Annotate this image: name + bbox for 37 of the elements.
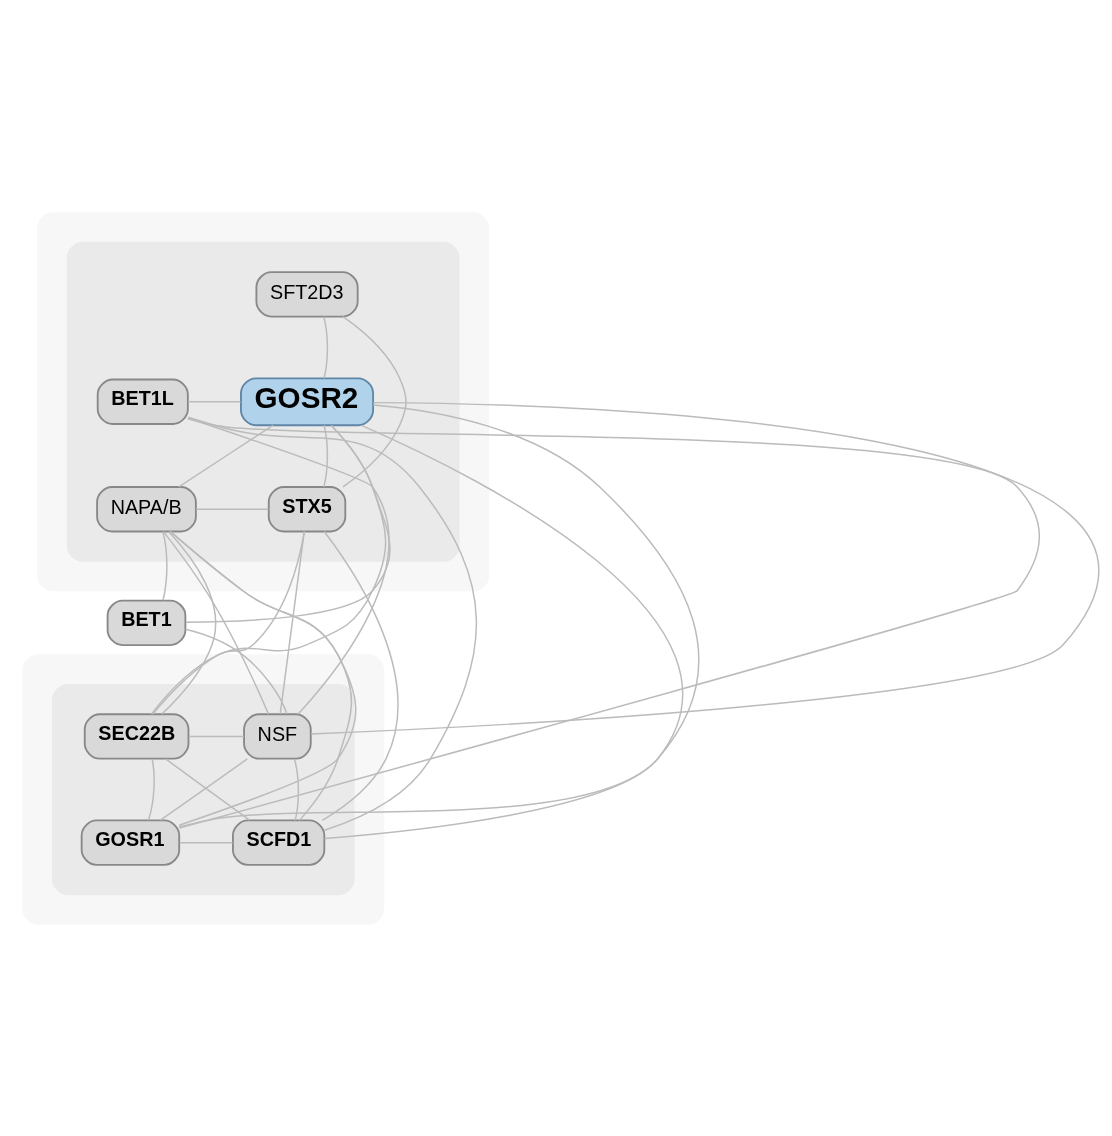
connector xyxy=(147,757,155,821)
node-box: BET1 xyxy=(106,599,187,646)
connector xyxy=(161,530,217,715)
connector xyxy=(310,401,1097,735)
connector xyxy=(293,757,300,821)
node-box: GOSR1 xyxy=(80,819,181,866)
connector xyxy=(188,735,245,737)
node-box: STX5 xyxy=(267,485,347,532)
connector xyxy=(184,627,288,715)
cluster xyxy=(66,241,460,562)
connector xyxy=(187,400,242,402)
node-box: NAPA/B xyxy=(96,485,197,532)
connector xyxy=(178,417,1041,829)
connector xyxy=(323,424,329,488)
connector xyxy=(152,530,306,715)
cluster xyxy=(37,211,490,591)
connector xyxy=(342,315,407,488)
cluster xyxy=(52,683,355,895)
node-box: BET1L xyxy=(96,378,189,425)
connector xyxy=(178,841,234,843)
connector xyxy=(178,424,274,488)
connector xyxy=(187,415,478,831)
node-box: SEC22B xyxy=(83,712,190,760)
connector xyxy=(162,530,168,601)
connector xyxy=(321,530,399,821)
connector xyxy=(178,403,700,828)
connector xyxy=(162,530,270,715)
connector xyxy=(323,424,684,839)
connector xyxy=(323,315,329,379)
node-box: SCFD1 xyxy=(232,819,326,866)
node-box: SFT2D3 xyxy=(255,270,359,317)
node-box: NSF xyxy=(243,712,312,760)
node-box: GOSR2 xyxy=(240,376,375,426)
connector xyxy=(195,508,270,510)
cluster xyxy=(22,653,385,925)
connector xyxy=(185,424,391,623)
connector xyxy=(150,424,387,715)
